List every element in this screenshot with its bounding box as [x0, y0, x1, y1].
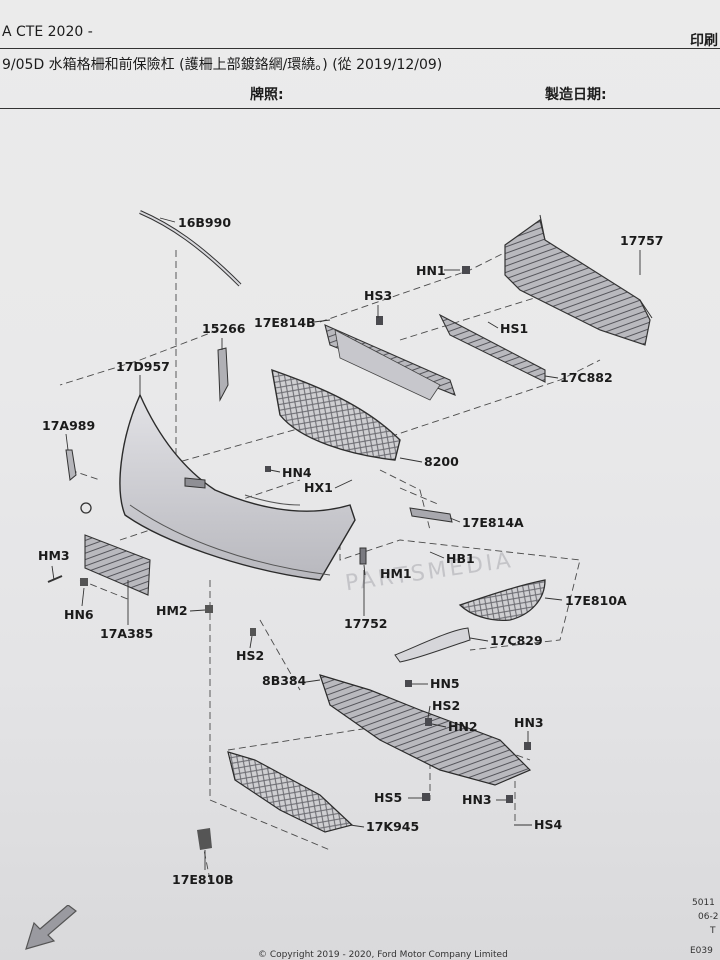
small-fasteners	[265, 266, 531, 803]
label-hn1[interactable]: HN1	[416, 263, 446, 278]
label-17e810b[interactable]: 17E810B	[172, 872, 234, 887]
license-plate-bracket-part	[84, 534, 151, 596]
label-17757[interactable]: 17757	[620, 233, 664, 248]
label-hn6[interactable]: HN6	[64, 607, 94, 622]
footer-ref-4: E039	[690, 946, 713, 956]
label-hm1[interactable]: HM1	[380, 566, 412, 581]
label-17e810a[interactable]: 17E810A	[565, 593, 627, 608]
grille-part	[271, 368, 401, 461]
footer-ref-3: T	[710, 926, 716, 936]
fastener-hm3	[47, 575, 63, 583]
label-hn3-lower[interactable]: HN3	[462, 792, 492, 807]
side-bracket-part	[438, 313, 546, 383]
header-divider-bottom	[0, 108, 720, 109]
bumper-cover-part	[119, 393, 356, 581]
lower-deflector-part	[319, 674, 532, 786]
label-hs2-upper[interactable]: HS2	[236, 648, 264, 663]
label-16b990[interactable]: 16B990	[178, 215, 231, 230]
label-17e814b[interactable]: 17E814B	[254, 315, 316, 330]
label-17a385[interactable]: 17A385	[100, 626, 153, 641]
label-17e814a[interactable]: 17E814A	[462, 515, 524, 530]
section-title: 9/05D 水箱格柵和前保險杠 (護柵上部鍍鉻網/環繞。) (從 2019/12…	[2, 57, 443, 73]
label-hs5[interactable]: HS5	[374, 790, 402, 805]
label-hx1[interactable]: HX1	[304, 480, 333, 495]
label-hs2-lower[interactable]: HS2	[432, 698, 460, 713]
footer-ref-1: 5011	[692, 898, 715, 908]
fastener-hs2-upper	[250, 628, 256, 636]
label-17k945[interactable]: 17K945	[366, 819, 419, 834]
bracket-17e814a-part	[409, 507, 453, 523]
label-8200[interactable]: 8200	[424, 454, 459, 469]
fastener-hn6	[80, 578, 88, 586]
label-17d957[interactable]: 17D957	[116, 359, 170, 374]
fastener-hm1	[359, 547, 367, 565]
label-hs4[interactable]: HS4	[534, 817, 562, 832]
clip-part	[80, 502, 92, 514]
label-17c829[interactable]: 17C829	[490, 633, 543, 648]
label-hm3[interactable]: HM3	[38, 548, 70, 563]
label-hs1[interactable]: HS1	[500, 321, 528, 336]
footer-ref-2: 06-2	[698, 912, 719, 922]
label-17a989[interactable]: 17A989	[42, 418, 95, 433]
part-labels: 16B990 17757 HN1 HS3 15266 17E814B HS1 1…	[38, 215, 664, 887]
leader-lines	[51, 217, 641, 870]
label-hn4[interactable]: HN4	[282, 465, 312, 480]
label-8b384[interactable]: 8B384	[262, 673, 307, 688]
header-divider-top	[0, 48, 720, 49]
label-17752[interactable]: 17752	[344, 616, 388, 631]
fog-lamp-bezel-part	[458, 579, 546, 621]
fastener-hm2	[205, 605, 213, 613]
small-bracket-part	[217, 347, 229, 402]
copyright-text: © Copyright 2019 - 2020, Ford Motor Comp…	[258, 950, 508, 960]
print-label: 印刷	[690, 33, 718, 49]
plate-label: 牌照:	[250, 87, 284, 103]
trim-17c829-part	[394, 627, 471, 663]
upper-bracket-part	[324, 324, 456, 401]
side-bracket-left-part	[65, 449, 77, 481]
lower-grille-part	[227, 751, 354, 833]
bracket-17e810b-part	[197, 828, 212, 850]
watermark-text: PARTSMEDIA	[344, 548, 515, 596]
label-hm2[interactable]: HM2	[156, 603, 188, 618]
model-title: A CTE 2020 -	[2, 24, 93, 40]
label-15266[interactable]: 15266	[202, 321, 246, 336]
label-hn3-right[interactable]: HN3	[514, 715, 544, 730]
label-hn5[interactable]: HN5	[430, 676, 460, 691]
upper-reinforcement-part	[504, 214, 653, 346]
label-hb1[interactable]: HB1	[446, 551, 475, 566]
label-17c882[interactable]: 17C882	[560, 370, 613, 385]
build-date-label: 製造日期:	[545, 87, 607, 103]
arrow-down-left-icon[interactable]	[18, 905, 80, 953]
label-hs3[interactable]: HS3	[364, 288, 392, 303]
label-hn2[interactable]: HN2	[448, 719, 478, 734]
